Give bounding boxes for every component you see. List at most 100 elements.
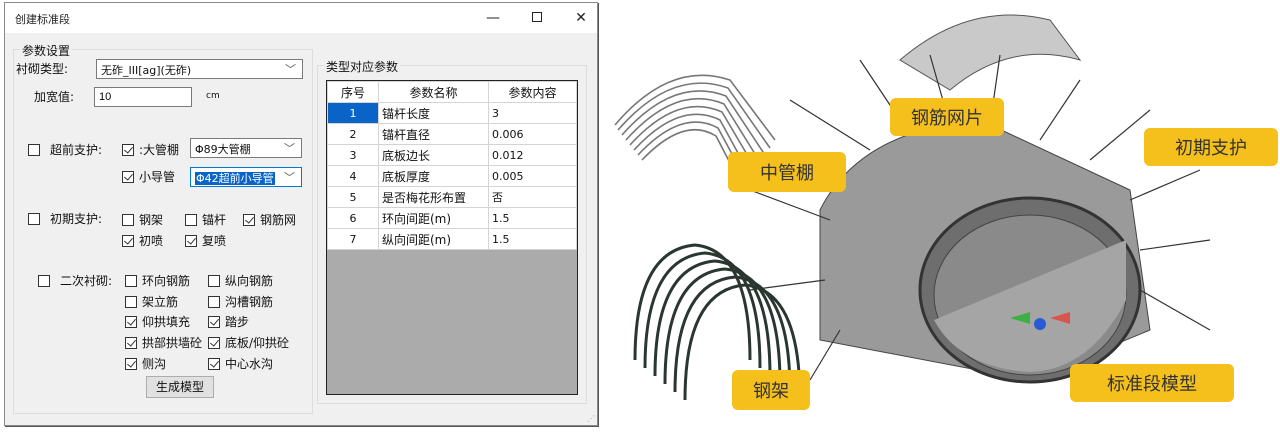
tunnel-model-illustration: 中管棚 钢筋网片 初期支护 钢架 标准段模型 xyxy=(610,0,1280,437)
column-header-no[interactable]: 序号 xyxy=(327,81,379,103)
checkbox-checked-icon xyxy=(208,357,220,370)
row-number[interactable]: 5 xyxy=(327,186,379,208)
anchor-bolt-label: 锚杆 xyxy=(202,213,227,227)
steel-frame-label: 钢架 xyxy=(139,213,164,227)
floor-invert-concrete-checkbox[interactable]: 底板/仰拱砼 xyxy=(208,334,289,351)
param-name[interactable]: 底板厚度 xyxy=(378,165,489,187)
advance-support-checkbox[interactable]: 超前支护: xyxy=(28,141,102,158)
title-bar[interactable]: 创建标准段 — ✕ xyxy=(5,3,597,33)
row-number[interactable]: 1 xyxy=(327,102,379,124)
side-ditch-checkbox[interactable]: 侧沟 xyxy=(125,355,166,372)
label-rebar-mesh: 钢筋网片 xyxy=(890,98,1004,136)
center-drain-checkbox[interactable]: 中心水沟 xyxy=(208,355,273,372)
table-row[interactable]: 7 纵向间距(m) 1.5 xyxy=(327,228,577,250)
checkbox-checked-icon xyxy=(125,357,137,370)
initial-support-checkbox[interactable]: 初期支护: xyxy=(28,210,102,227)
param-name[interactable]: 纵向间距(m) xyxy=(378,228,489,250)
initial-spray-checkbox[interactable]: 初喷 xyxy=(122,232,163,249)
params-group-label: 参数设置 xyxy=(20,42,73,59)
rebar-mesh-checkbox[interactable]: 钢筋网 xyxy=(243,211,296,228)
column-header-name[interactable]: 参数名称 xyxy=(378,81,489,103)
param-value[interactable]: 0.012 xyxy=(488,144,577,166)
floor-invert-concrete-label: 底板/仰拱砼 xyxy=(225,336,290,350)
resize-grip-icon[interactable]: ⋰ xyxy=(587,414,595,423)
widen-input[interactable] xyxy=(94,87,192,107)
erection-bar-checkbox[interactable]: 架立筋 xyxy=(125,293,178,310)
checkbox-checked-icon xyxy=(243,213,255,226)
label-initial-support: 初期支护 xyxy=(1144,128,1278,166)
checkbox-icon xyxy=(28,143,40,156)
maximize-button[interactable] xyxy=(517,7,557,29)
param-value[interactable]: 0.005 xyxy=(488,165,577,187)
param-name[interactable]: 是否梅花形布置 xyxy=(378,186,489,208)
param-name[interactable]: 锚杆长度 xyxy=(378,102,489,124)
re-spray-checkbox[interactable]: 复喷 xyxy=(185,232,226,249)
param-name[interactable]: 环向间距(m) xyxy=(378,207,489,229)
param-name[interactable]: 锚杆直径 xyxy=(378,123,489,145)
table-row[interactable]: 2 锚杆直径 0.006 xyxy=(327,123,577,145)
large-pipe-shed-select[interactable]: Φ89大管棚 ﹀ xyxy=(190,138,302,158)
table-row[interactable]: 6 环向间距(m) 1.5 xyxy=(327,207,577,229)
longitudinal-rebar-checkbox[interactable]: 纵向钢筋 xyxy=(208,272,273,289)
checkbox-icon xyxy=(208,295,220,308)
hoop-rebar-checkbox[interactable]: 环向钢筋 xyxy=(125,272,190,289)
secondary-lining-label: 二次衬砌: xyxy=(60,274,113,288)
generate-model-button[interactable]: 生成模型 xyxy=(146,376,214,398)
center-drain-label: 中心水沟 xyxy=(225,357,274,371)
row-number[interactable]: 7 xyxy=(327,228,379,250)
label-steel-frame: 钢架 xyxy=(732,370,810,410)
params-table[interactable]: 序号 参数名称 参数内容 1 锚杆长度 3 2 锚杆直径 0.006 xyxy=(326,80,578,395)
checkbox-checked-icon xyxy=(208,315,220,328)
checkbox-icon xyxy=(125,295,137,308)
trench-rebar-checkbox[interactable]: 沟槽钢筋 xyxy=(208,293,273,310)
table-row[interactable]: 3 底板边长 0.012 xyxy=(327,144,577,166)
column-header-value[interactable]: 参数内容 xyxy=(488,81,577,103)
small-pipe-checkbox[interactable]: 小导管 xyxy=(122,168,175,185)
erection-bar-label: 架立筋 xyxy=(142,295,179,309)
close-button[interactable]: ✕ xyxy=(575,10,587,26)
lining-type-value: 无砟_III[ag](无砟) xyxy=(101,64,192,77)
anchor-bolt-checkbox[interactable]: 锚杆 xyxy=(185,211,226,228)
initial-support-label: 初期支护: xyxy=(50,212,103,226)
checkbox-icon xyxy=(28,212,40,225)
small-pipe-select[interactable]: Φ42超前小导管 ﹀ xyxy=(190,167,302,187)
checkbox-icon xyxy=(122,213,134,226)
checkbox-checked-icon xyxy=(125,336,137,349)
checkbox-checked-icon xyxy=(122,170,134,183)
widen-label: 加宽值: xyxy=(34,90,75,104)
large-pipe-shed-checkbox[interactable]: :大管棚 xyxy=(122,141,179,158)
large-pipe-shed-label: :大管棚 xyxy=(139,143,180,157)
row-number[interactable]: 6 xyxy=(327,207,379,229)
invert-fill-label: 仰拱填充 xyxy=(142,315,191,329)
arch-wall-concrete-checkbox[interactable]: 拱部拱墙砼 xyxy=(125,334,202,351)
create-standard-segment-dialog: 创建标准段 — ✕ 参数设置 衬砌类型: 无砟_III[ag](无砟) ﹀ 加宽… xyxy=(4,2,598,426)
checkbox-checked-icon xyxy=(208,336,220,349)
param-name[interactable]: 底板边长 xyxy=(378,144,489,166)
steel-frame-checkbox[interactable]: 钢架 xyxy=(122,211,163,228)
table-header-row: 序号 参数名称 参数内容 xyxy=(327,81,577,103)
row-number[interactable]: 2 xyxy=(327,123,379,145)
param-value[interactable]: 3 xyxy=(488,102,577,124)
step-checkbox[interactable]: 踏步 xyxy=(208,313,249,330)
params-group: 参数设置 衬砌类型: 无砟_III[ag](无砟) ﹀ 加宽值: cm 超前支护… xyxy=(13,42,313,414)
chevron-down-icon: ﹀ xyxy=(284,171,295,184)
table-row[interactable]: 1 锚杆长度 3 xyxy=(327,102,577,124)
param-value[interactable]: 1.5 xyxy=(488,207,577,229)
param-value[interactable]: 否 xyxy=(488,186,577,208)
secondary-lining-checkbox[interactable]: 二次衬砌: xyxy=(38,272,112,289)
table-row[interactable]: 5 是否梅花形布置 否 xyxy=(327,186,577,208)
checkbox-icon xyxy=(185,213,197,226)
row-number[interactable]: 4 xyxy=(327,165,379,187)
small-pipe-label: 小导管 xyxy=(139,170,176,184)
row-number[interactable]: 3 xyxy=(327,144,379,166)
param-value[interactable]: 0.006 xyxy=(488,123,577,145)
param-value[interactable]: 1.5 xyxy=(488,228,577,250)
invert-fill-checkbox[interactable]: 仰拱填充 xyxy=(125,313,190,330)
widen-unit: cm xyxy=(206,91,220,101)
checkbox-checked-icon xyxy=(122,143,134,156)
table-row[interactable]: 4 底板厚度 0.005 xyxy=(327,165,577,187)
longitudinal-rebar-label: 纵向钢筋 xyxy=(225,274,274,288)
lining-type-select[interactable]: 无砟_III[ag](无砟) ﹀ xyxy=(96,59,303,79)
type-params-group-label: 类型对应参数 xyxy=(324,58,401,75)
minimize-button[interactable]: — xyxy=(486,10,500,26)
